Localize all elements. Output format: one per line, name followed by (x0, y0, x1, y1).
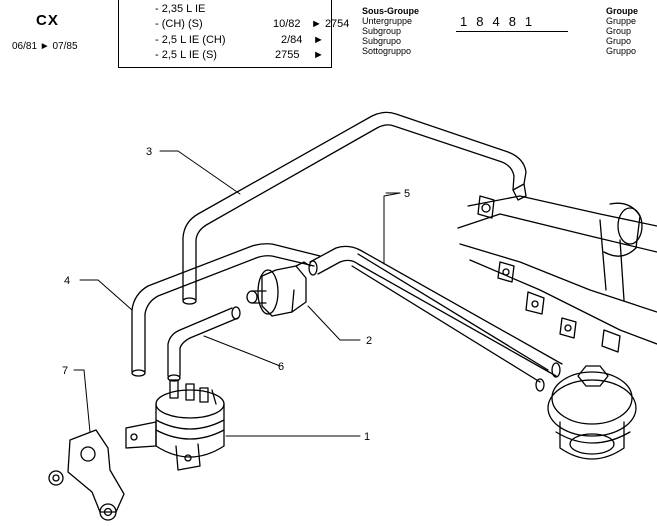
hose-4[interactable] (131, 243, 321, 377)
group-label: Gruppe (606, 16, 637, 26)
callout-2: 2 (366, 335, 372, 347)
egr-valve (547, 365, 637, 460)
engine-ref: ► (313, 34, 324, 46)
callout-labels: 3 4 5 2 6 1 7 (62, 146, 410, 443)
engine-line-3: - 2,5 L IE (CH) 2/84 ► (155, 34, 324, 46)
subgroup-label: Subgroup (362, 26, 402, 36)
callout-leaders (73, 150, 401, 437)
callout-4: 4 (64, 275, 70, 287)
group-label: Group (606, 26, 632, 36)
callout-1: 1 (364, 431, 370, 443)
engine-code: 10/82 (273, 18, 301, 30)
callout-3: 3 (146, 146, 152, 158)
engine-text: - 2,35 L IE (155, 3, 206, 15)
engine-ref: ► 2754 (311, 18, 350, 30)
engine-line-4: - 2,5 L IE (S) 2755 ► (155, 49, 324, 61)
filter-2[interactable] (246, 261, 311, 317)
subgroup-label: Sous-Groupe (362, 6, 420, 16)
callout-6: 6 (278, 361, 284, 373)
bracket-7[interactable] (48, 429, 125, 521)
subgroup-number-underline (456, 31, 568, 32)
group-label: Gruppo (606, 46, 637, 56)
group-label: Grupo (606, 36, 632, 46)
engine-ref: ► (313, 49, 324, 61)
engine-code: 2/84 (281, 34, 303, 46)
hose-6[interactable] (167, 306, 241, 382)
subgroup-labels: Sous-Groupe Untergruppe Subgroup Subgrup… (362, 6, 419, 56)
engine-line-2: - (CH) (S) 10/82 ► 2754 (155, 18, 349, 30)
callout-5: 5 (404, 188, 410, 200)
engine-code: 2755 (275, 49, 300, 61)
subgroup-label: Untergruppe (362, 16, 413, 26)
group-label: Groupe (606, 6, 639, 16)
subgroup-number: 18481 (460, 14, 542, 29)
engine-text: - 2,5 L IE (S) (155, 49, 217, 61)
engine-text: - (CH) (S) (155, 18, 203, 30)
model-name: CX (36, 12, 59, 29)
engine-variants-box: - 2,35 L IE - (CH) (S) 10/82 ► 2754 - 2,… (118, 0, 349, 68)
subgroup-label: Subgrupo (362, 36, 402, 46)
engine-text: - 2,5 L IE (CH) (155, 34, 226, 46)
subgroup-label: Sottogruppo (362, 46, 412, 56)
group-labels: Groupe Gruppe Group Grupo Gruppo (606, 6, 638, 56)
canister-1[interactable] (125, 379, 225, 471)
engine-line-1: - 2,35 L IE (155, 3, 205, 15)
hose-5[interactable] (308, 245, 563, 392)
production-dates: 06/81 ► 07/85 (12, 41, 78, 52)
intake-manifold (457, 195, 657, 353)
hose-3[interactable] (182, 111, 527, 305)
callout-7: 7 (62, 365, 68, 377)
